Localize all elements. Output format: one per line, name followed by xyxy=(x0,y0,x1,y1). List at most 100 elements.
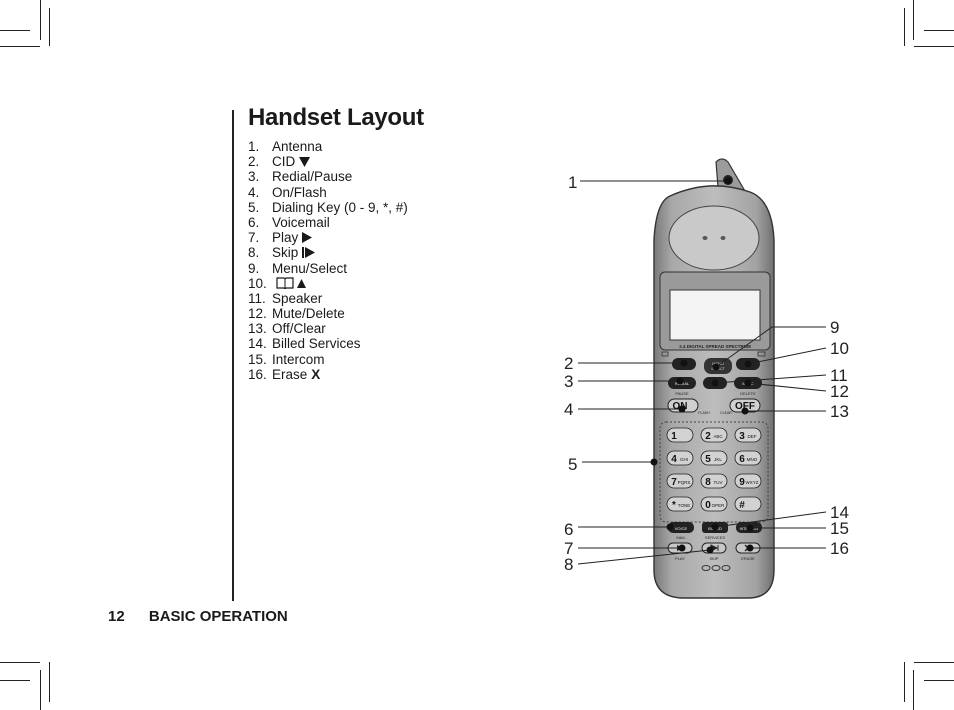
parts-list-item: 11.Speaker xyxy=(248,291,408,306)
item-label: Mute/Delete xyxy=(272,306,345,322)
callout-dot xyxy=(706,546,714,554)
parts-list-item: 3.Redial/Pause xyxy=(248,169,408,184)
item-label: Antenna xyxy=(272,139,323,154)
callout-line xyxy=(714,511,827,528)
callout-dot xyxy=(676,377,684,385)
item-number: 6. xyxy=(248,214,260,230)
item-number: 13. xyxy=(248,321,267,337)
dial-key-digit: 0 xyxy=(705,500,711,511)
earpiece-hole xyxy=(720,236,726,240)
mail-label: MAIL xyxy=(676,535,686,540)
crop-mark xyxy=(49,8,50,46)
callout-dot xyxy=(741,407,749,415)
crop-mark xyxy=(904,8,905,46)
dial-key-digit: 8 xyxy=(705,477,711,488)
crop-mark xyxy=(913,670,914,710)
item-number: 2. xyxy=(248,154,260,170)
dial-key[interactable]: *TONE xyxy=(666,496,694,512)
callout-dot xyxy=(712,363,720,371)
parts-list-item: 6.Voicemail xyxy=(248,215,408,230)
keypad-outline xyxy=(659,421,769,523)
callout-number: 13 xyxy=(830,402,849,421)
callout-number: 1 xyxy=(568,173,577,192)
callout-number: 7 xyxy=(564,539,573,558)
dial-key-digit: * xyxy=(672,500,676,511)
dial-key-letters: MNO xyxy=(747,457,758,462)
item-number: 10. xyxy=(248,275,267,291)
callout-dot xyxy=(680,359,688,367)
earpiece-hole xyxy=(702,236,708,240)
callout-dot xyxy=(666,523,674,531)
section-title: BASIC OPERATION xyxy=(148,608,288,625)
item-number: 4. xyxy=(248,184,260,200)
callout-line xyxy=(577,549,711,565)
item-label: CID xyxy=(272,154,296,170)
dial-key-letters: GHI xyxy=(680,457,688,462)
callout-number: 14 xyxy=(830,503,849,522)
skip-icon xyxy=(302,246,316,261)
dial-key-letters: WXYZ xyxy=(746,480,759,485)
skip-label: SKIP xyxy=(709,556,718,561)
handset-diagram: 2.4 DIGITAL SPREAD SPECTRUM MENU SELECT … xyxy=(564,158,849,599)
item-number: 8. xyxy=(248,245,260,261)
dial-key-digit: 6 xyxy=(739,454,745,465)
mic-hole xyxy=(701,565,711,571)
callout-line xyxy=(747,382,827,392)
callout-number: 2 xyxy=(564,354,573,373)
dial-key-digit: 4 xyxy=(671,454,677,465)
dial-key-letters: OPER xyxy=(712,503,726,508)
callout-number: 8 xyxy=(564,555,573,574)
crop-mark xyxy=(40,0,41,40)
dial-key[interactable]: # xyxy=(734,496,762,512)
parts-list-item: 8.Skip xyxy=(248,245,408,260)
callout-dot xyxy=(711,379,719,387)
callout-number: 16 xyxy=(830,539,849,558)
parts-list-item: 1.Antenna xyxy=(248,139,408,154)
delete-label: DELETE xyxy=(740,391,756,396)
pause-label: PAUSE xyxy=(675,391,689,396)
play-label: PLAY xyxy=(675,556,685,561)
flash-label: FLASH xyxy=(698,411,710,415)
item-label: Menu/Select xyxy=(272,260,348,276)
crop-mark xyxy=(0,46,40,47)
voicemail-button[interactable] xyxy=(668,522,694,533)
callout-number: 15 xyxy=(830,519,849,538)
voice-label: VOICE xyxy=(675,526,688,531)
parts-list-item: 15.Intercom xyxy=(248,352,408,367)
item-number: 16. xyxy=(248,366,267,382)
dial-key-digit: # xyxy=(739,500,745,511)
callout-line xyxy=(747,347,827,365)
item-label: Billed Services xyxy=(272,336,361,352)
callout-dot xyxy=(724,177,732,185)
parts-list-item: 4.On/Flash xyxy=(248,185,408,200)
item-number: 7. xyxy=(248,230,260,246)
item-number: 12. xyxy=(248,306,267,322)
off-label: OFF xyxy=(735,401,755,412)
callout-number: 10 xyxy=(830,339,849,358)
callout-dot xyxy=(746,544,754,552)
callout-dot xyxy=(711,523,719,531)
crop-mark xyxy=(914,662,954,663)
item-number: 11. xyxy=(248,290,266,306)
dial-key-letters: JKL xyxy=(714,457,722,462)
dial-key[interactable]: 1 xyxy=(666,427,694,443)
parts-list-item: 12. Mute/Delete xyxy=(248,306,408,321)
crop-mark xyxy=(924,30,954,31)
crop-mark xyxy=(49,662,50,702)
page-footer: 12 BASIC OPERATION xyxy=(108,608,288,625)
parts-list-item: 2. CID xyxy=(248,154,408,169)
crop-mark xyxy=(914,46,954,47)
callout-dot xyxy=(744,379,752,387)
dial-key-letters: TUV xyxy=(714,480,723,485)
